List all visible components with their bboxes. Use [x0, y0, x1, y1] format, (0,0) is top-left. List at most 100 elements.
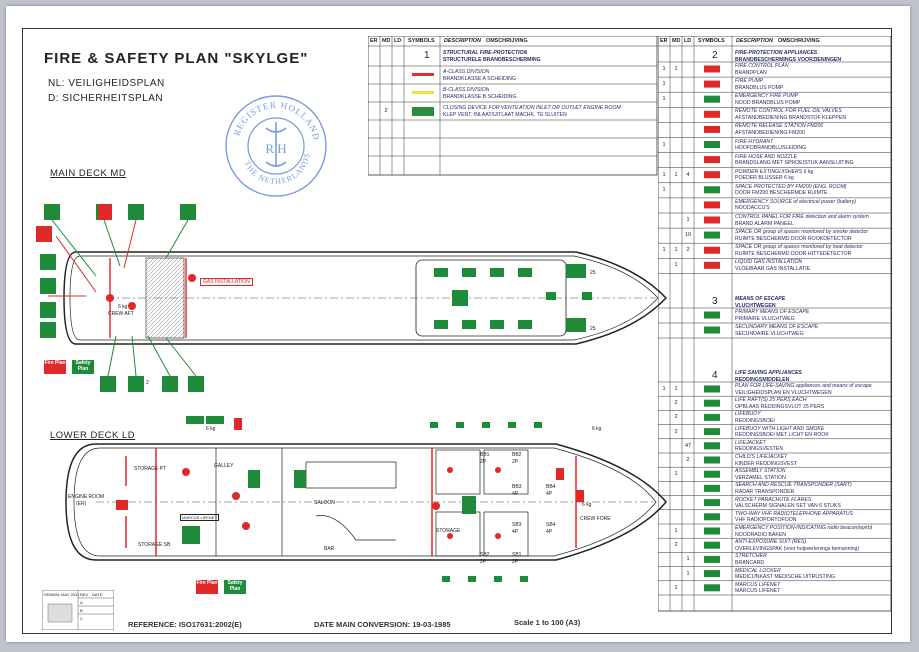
rt-s4-row-13-ld: 1	[686, 570, 690, 577]
rt-s4-symbol-12	[704, 555, 720, 563]
rt-s2-row-3-nl: AFSTANDBEDIENING BRANDSTOF KLEPPEN	[735, 114, 847, 121]
rt-s4-row-1-md: 2	[674, 400, 678, 407]
rt-s4-row-10-en: EMERGENCY POSITION-INDICATING radio beac…	[735, 525, 873, 531]
rt-s2-symbol-7	[704, 171, 720, 179]
lt-section-title: STRUCTURAL FIRE-PROTECTION	[443, 50, 528, 56]
room-crew-fore: CREW FORE	[580, 516, 611, 522]
drawing-sheet: FIRE & SAFETY PLAN "SKYLGE" NL: VEILIGHE…	[6, 6, 910, 642]
rt-s4-row-14-md: 1	[674, 584, 678, 591]
rt-s2-row-13-md: 1	[674, 262, 678, 269]
cabin-bb4: BB4	[546, 484, 556, 490]
rev-b: B	[80, 608, 83, 613]
rt-s4-row-5-ld: 2	[686, 457, 690, 463]
rt-s2-row-9-nl: NOODACCU'S	[735, 205, 770, 212]
rt-s3-row-1-en: SECUNDARY MEANS OF ESCAPE	[735, 324, 819, 330]
lt-row1-en: A-CLASS DIVISION	[443, 69, 490, 75]
rt-s2-row-2-er: 1	[662, 96, 666, 103]
rt-s4-row-11-nl: OVERLEVINGSPAK (voor hulpverlenings bema…	[735, 545, 860, 552]
main-deck-plan	[36, 204, 668, 392]
rt-s4-symbol-4	[704, 442, 720, 450]
nl-subtitle: NL: VEILIGHEIDSPLAN	[48, 78, 165, 89]
cabin-bb3: BB3	[512, 484, 522, 490]
rt-s4-row-0-en: PLAN FOR LIFE-SAVING appliances and mean…	[735, 383, 872, 389]
rt-s4-row-8-nl: VALSCHERM SIGNALEN SET VAN 6 STUKS	[735, 503, 841, 510]
rt-s3-title: MEANS OF ESCAPE	[735, 296, 786, 302]
rt-s4-symbol-7	[704, 484, 720, 492]
rt-s2-symbol-12	[704, 246, 720, 254]
rt-s4-row-1-nl: OPBLAAS REDDINGSVLOT 25 PERS	[735, 403, 825, 410]
rev-col: REV	[80, 592, 89, 597]
rt-head-omschrijving: OMSCHRIJVING	[778, 38, 820, 44]
rt-s2-row-0-er: 1	[662, 66, 666, 72]
rt-s2-row-11-nl: RUIMTE BESCHERMD DOOR ROOKDETECTOR	[735, 235, 852, 242]
liferaft-capacity-1: 25	[590, 270, 596, 276]
rt-s2-row-8-er: 1	[662, 186, 666, 193]
room-bar: BAR	[324, 546, 335, 552]
rt-s2-symbol-10	[704, 216, 720, 224]
jacket-count: 2	[146, 380, 149, 386]
rt-s2-row-12-er: 1	[662, 247, 666, 254]
rt-s2-row-8-en: SPACE PROTECTED BY FM200 (ENG. ROOM)	[735, 183, 847, 190]
d-subtitle: D: SICHERHEITSPLAN	[48, 93, 164, 104]
fire-plan-box-ld: Fire Plan	[196, 580, 218, 594]
legend-table-right	[658, 36, 892, 612]
rt-s4-title-nl: REDDINGSMIDDELEN	[735, 377, 790, 383]
rt-s4-symbol-9	[704, 513, 720, 521]
rt-s2-row-7-md: 1	[674, 171, 678, 178]
lt-row2-en: B-CLASS DIVISION	[443, 87, 490, 93]
rt-s2-row-2-en: EMERGENCY FIRE PUMP	[735, 93, 799, 100]
rt-s4-row-3-nl: REDDINGSBOEI MET LICHT EN ROOK	[735, 432, 829, 439]
rt-s4-row-9-nl: VHF RADIOPORTOFOON	[735, 517, 797, 524]
rt-s4-row-11-en: ANTI-EXPOSURE SUIT (RES)	[735, 539, 807, 546]
rt-s2-row-0-md: 1	[674, 66, 678, 72]
rt-s2-row-1-nl: BRANDBLUS POMP	[735, 84, 784, 91]
rt-s4-symbol-1	[704, 399, 720, 407]
cabin-sb2-pers: 2P	[480, 559, 487, 565]
rt-s2-num: 2	[712, 50, 718, 61]
rt-s2-row-6-nl: BRANDSLANG MET SPROEISTUK AANSLUITING	[735, 160, 854, 167]
rt-s2-row-7-er: 1	[662, 171, 666, 178]
liferaft-capacity-2: 25	[590, 326, 596, 332]
rev-a: A	[80, 600, 83, 605]
rt-s2-symbol-3	[704, 110, 720, 118]
rt-s4-row-3-md: 2	[674, 428, 678, 435]
cabin-bb2-pers: 2P	[512, 459, 519, 465]
rt-s4-row-5-nl: KINDER REDDINGSVEST	[735, 460, 797, 467]
drawn-date: DRAWN: MAY 2011	[44, 592, 80, 597]
rt-s2-symbol-5	[704, 141, 720, 148]
rt-s2-row-7-ld: 4	[686, 171, 690, 178]
rt-s4-row-14-en: MARCUS LIFENET	[735, 581, 781, 588]
lt-head-er: ER	[370, 38, 378, 44]
rt-s2-row-5-er: 1	[662, 141, 666, 148]
rt-s4-num: 4	[712, 370, 718, 381]
rt-s3-row-0-nl: PRIMAIRE VLUCHTWEG	[735, 315, 795, 322]
rt-s2-row-13-nl: VLOEIBAAR GAS INSTALLATIE	[735, 265, 811, 272]
rt-s4-row-6-nl: VERZAMEL STATION	[735, 474, 786, 481]
room-saloon: SALOON	[314, 500, 335, 506]
rt-s2-row-10-nl: BRAND ALARM PANEEL	[735, 220, 794, 227]
rt-s4-row-7-en: SEARCH AND RESCUE TRANSPONDER (SART)	[735, 482, 852, 489]
fire-plan-box-md: Fire Plan	[44, 360, 66, 374]
rt-s4-symbol-8	[704, 499, 720, 507]
rt-s4-symbol-14	[704, 584, 720, 592]
rt-s2-symbol-2	[704, 95, 720, 103]
cabin-sb3-pers: 4P	[512, 529, 519, 535]
rt-s2-title: FIRE-PROTECTION APPLIANCES	[735, 50, 818, 56]
rt-s4-symbol-6	[704, 470, 720, 478]
cabin-sb4: SB4	[546, 522, 556, 528]
rt-s4-row-6-en: ASSEMBLY STATION	[735, 468, 786, 475]
rt-s2-row-4-nl: AFSTANDBEDIENING FM200	[735, 129, 805, 136]
room-storage-sb: STORAGE SB	[138, 542, 171, 548]
rt-s4-row-0-nl: VEILIGHEIDSPLAN EN VLUCHTWEGEN	[735, 389, 832, 396]
rt-s2-row-0-nl: BRANDPLAN	[735, 69, 767, 76]
rt-s4-symbol-10	[704, 527, 720, 535]
legend-table-left	[368, 36, 658, 176]
rt-s4-row-12-nl: BRANCARD	[735, 559, 765, 566]
rt-s2-symbol-1	[704, 80, 720, 88]
rt-s4-row-1-en: LIFE RAFT(S) 25 PERS EACH	[735, 397, 807, 404]
rt-s2-row-1-en: FIRE PUMP	[735, 78, 764, 85]
rt-s4-row-2-nl: REDDINGSBOEI	[735, 417, 775, 424]
safety-plan-box-md: Safety Plan	[72, 360, 94, 374]
lt-row3-en: CLOSING DEVICE FOR VENTILATION INLET OR …	[443, 105, 621, 111]
rt-s4-row-0-md: 1	[674, 386, 678, 392]
